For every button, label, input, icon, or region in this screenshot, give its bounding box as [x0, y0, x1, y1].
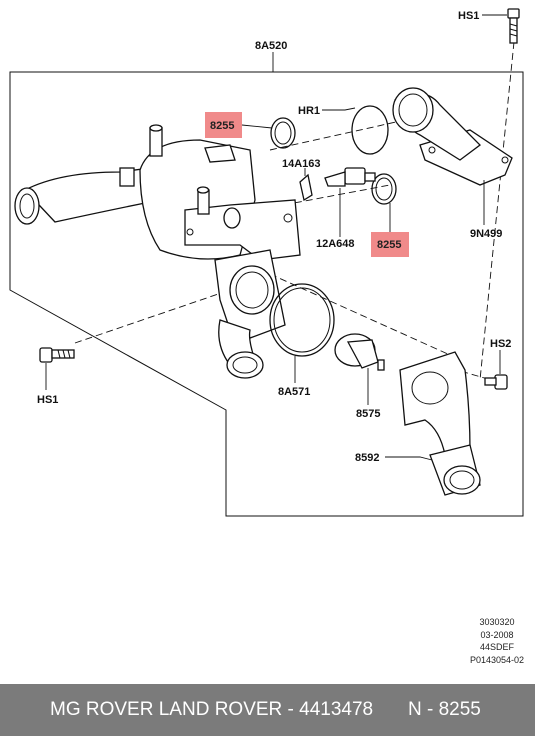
highlight-box-8255-a: [205, 112, 242, 138]
callout-hs1-left: HS1: [37, 394, 58, 406]
exploded-parts-diagram: HS1 8A520 HR1 8255 14A163 12A648 8255 9N…: [9, 8, 524, 517]
ref-code: 3030320: [479, 617, 515, 627]
callout-hr1: HR1: [298, 105, 320, 117]
footer-item: N - 8255: [408, 699, 481, 720]
bolt-hs1-left-icon: [39, 347, 75, 363]
thermostat-8575-icon: [334, 333, 385, 371]
ref-code: 44SDEF: [479, 642, 514, 653]
callout-8a571: 8A571: [278, 386, 310, 398]
outlet-flange-9n499-icon: [392, 87, 513, 186]
callout-hs2: HS2: [490, 338, 511, 350]
bolt-hs1-top-icon: [507, 8, 520, 44]
o-ring-8a571-icon: [269, 283, 335, 357]
footer-bar: MG ROVER LAND ROVER - 4413478 N - 8255: [0, 684, 535, 736]
callout-8575: 8575: [356, 408, 380, 420]
lower-housing-icon: [214, 249, 286, 379]
callout-hs1-top: HS1: [458, 10, 479, 22]
axis-hs1-left: [74, 289, 231, 344]
callout-12a648: 12A648: [316, 238, 355, 250]
outlet-elbow-8592-icon: [399, 351, 481, 496]
reference-codes: 3030320 03-2008 44SDEF P0143054-02: [470, 616, 524, 666]
main-coolant-pipe-icon: [14, 124, 301, 261]
callout-assembly: 8A520: [255, 40, 287, 52]
axis-thermostat: [249, 264, 451, 356]
seal-8255-a-icon: [270, 117, 296, 149]
bolt-hs2-icon: [484, 374, 508, 390]
axis-hs1-top: [479, 41, 515, 381]
callout-highlight-b: 8255: [377, 239, 401, 251]
highlight-box-8255-b: [371, 232, 409, 257]
o-ring-hr1-icon: [351, 105, 389, 155]
ref-code: P0143054-02: [469, 654, 524, 665]
ref-date: 03-2008: [480, 629, 514, 640]
callout-8592: 8592: [355, 452, 379, 464]
clip-14a163-icon: [299, 173, 313, 202]
callout-14a163: 14A163: [282, 158, 321, 170]
sensor-12a648-icon: [324, 167, 376, 187]
seal-8255-b-icon: [371, 173, 397, 205]
assembly-frame: [9, 71, 524, 517]
callout-9n499: 9N499: [470, 228, 502, 240]
axis-outlet: [269, 119, 406, 151]
footer-brand-part: MG ROVER LAND ROVER - 4413478: [50, 699, 374, 720]
callout-highlight-a: 8255: [210, 120, 234, 132]
